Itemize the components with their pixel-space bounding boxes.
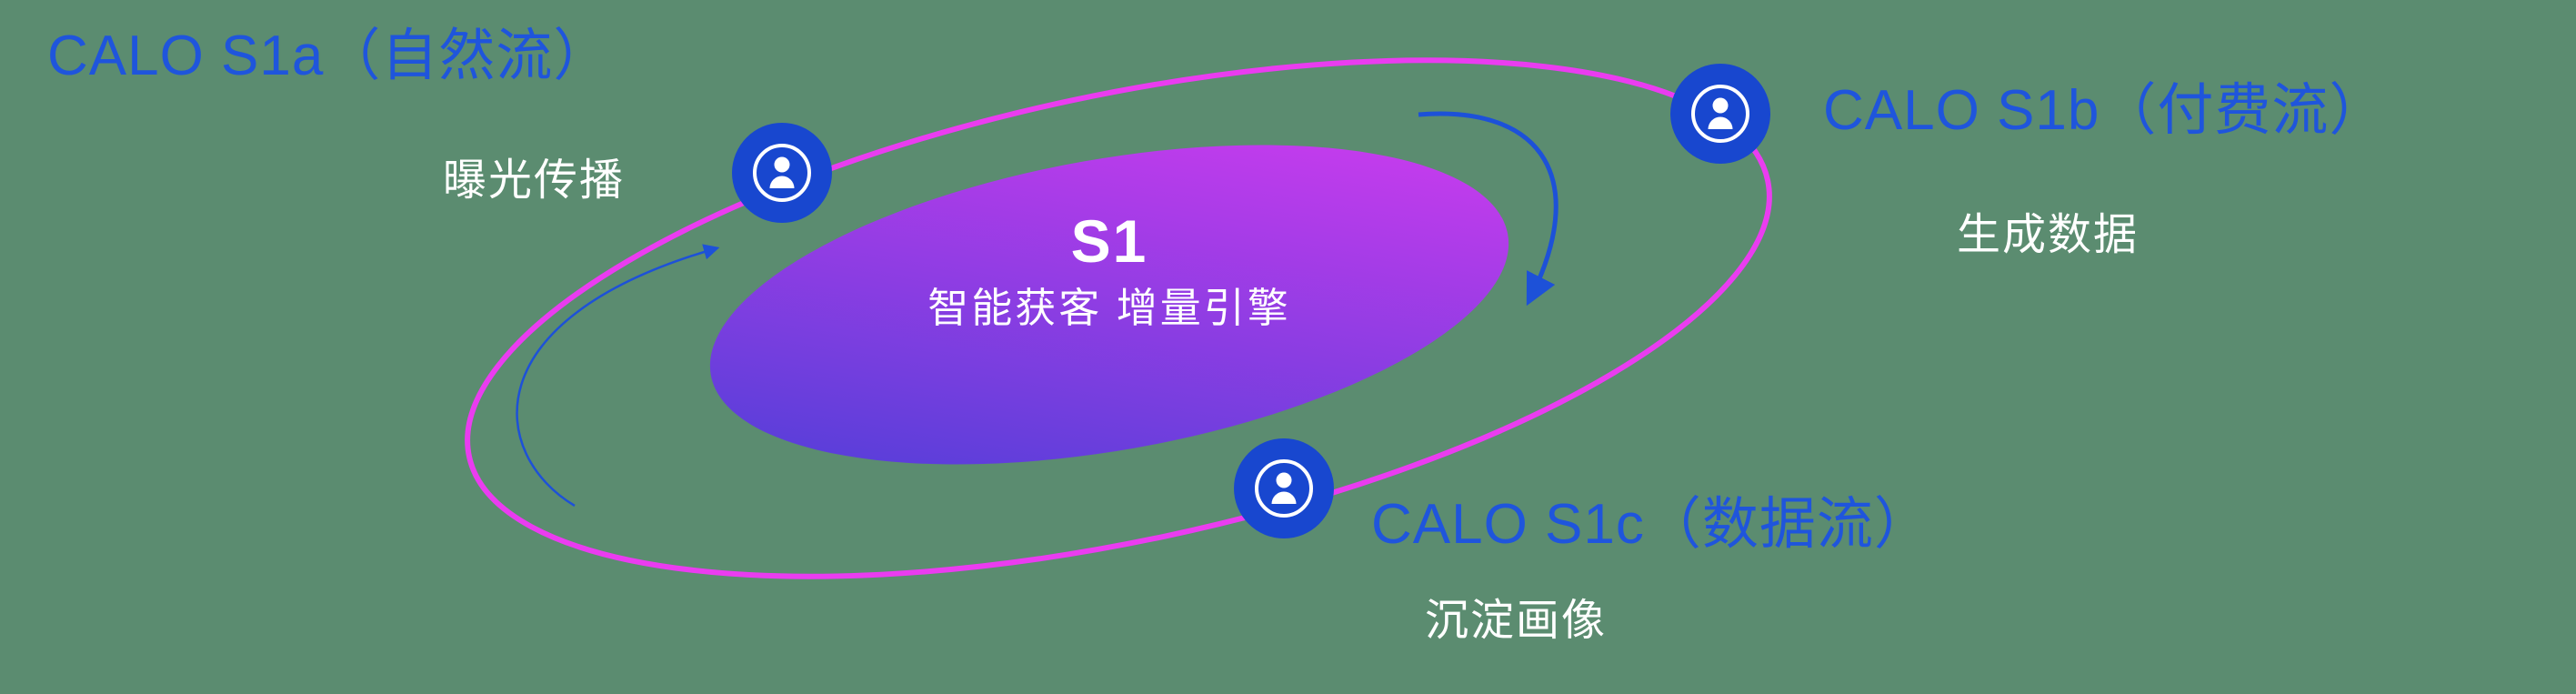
node-s1a <box>732 123 832 223</box>
node-s1b <box>1670 64 1770 164</box>
node-s1b-title: CALO S1b（付费流） <box>1823 79 2387 142</box>
core-label-group: S1 智能获客 增量引擎 <box>746 202 1473 337</box>
node-s1a-circle <box>732 123 832 223</box>
user-circle-icon <box>1255 459 1313 518</box>
user-circle-icon <box>1691 85 1749 143</box>
flow-arrow-right <box>1418 111 1559 307</box>
orbit-ellipse <box>465 57 1772 579</box>
node-s1a-title: CALO S1a（自然流） <box>47 25 611 87</box>
node-s1b-circle <box>1670 64 1770 164</box>
node-s1c <box>1234 438 1334 538</box>
node-s1b-subtitle: 生成数据 <box>1957 211 2140 259</box>
core-subtitle: 智能获客 增量引擎 <box>927 285 1291 331</box>
core-ellipse <box>709 145 1509 465</box>
node-s1c-circle <box>1234 438 1334 538</box>
flow-arrow-left <box>516 244 720 508</box>
node-s1c-subtitle: 沉淀画像 <box>1425 597 1608 645</box>
user-circle-icon <box>753 144 811 202</box>
core-title: S1 <box>1070 207 1148 275</box>
node-s1a-subtitle: 曝光传播 <box>443 156 626 205</box>
node-s1c-title: CALO S1c（数据流） <box>1371 493 1931 556</box>
